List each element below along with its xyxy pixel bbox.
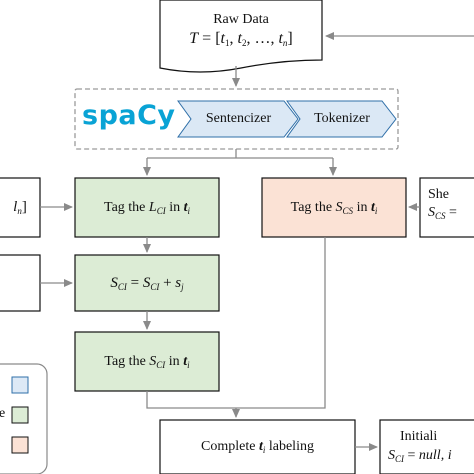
tag-scs-sub: CS [342,205,354,216]
left-partial-box-top [0,177,41,238]
sum-c: s [175,274,182,291]
tag-sci-mid: in [165,353,184,369]
formula-sn: n [282,37,288,48]
init-line1: Initiali [400,429,438,444]
legend-swatch-orange [11,436,29,454]
right-partial-box [419,177,474,238]
formula-t1: t [220,29,225,47]
right-partial-sub: CS [435,211,446,222]
right-partial-eq: = [445,205,457,221]
complete-var: t [258,439,263,455]
tag-sci-sub: CI [156,359,166,370]
init-sub: CI [395,453,404,464]
tag-sci-label: Tag the SCI in ti [75,332,219,391]
complete-pre: Complete [201,439,259,455]
tag-lci-mid: in [165,199,184,215]
formula-end: ] [287,29,293,47]
tag-scs-box [261,177,407,238]
left-l: l [13,199,18,216]
init-rest: , i [440,447,452,463]
formula-tn: t [278,29,283,47]
raw-data-box [159,0,323,73]
tag-lci-var: L [148,199,157,215]
legend-partial-label: e [0,406,6,421]
tag-sci-var: S [149,353,157,369]
raw-data-formula: T = [t1, t2, …, tn] [189,29,292,49]
raw-data-title: Raw Data [213,12,269,28]
right-partial-label: She SCS = [428,186,474,222]
tag-scs-var: S [335,199,343,215]
init-label: Initiali SCI = null, i [388,428,474,466]
spacy-logo: spaCy [82,100,176,131]
sum-eq: = [126,274,143,291]
sentencizer-label: Sentencizer [205,111,272,127]
sum-as: CI [117,281,127,292]
raw-data-label: Raw Data T = [t1, t2, …, tn] [160,6,322,54]
sum-a: S [110,274,118,291]
formula-s2: 2 [241,37,247,48]
sum-bs: CI [150,281,160,292]
legend-swatch-green [11,406,29,424]
sum-plus: + [159,274,176,291]
init-var: S [388,447,395,463]
left-partial-box-mid [0,254,41,312]
sum-b: S [142,274,151,291]
left-l-sub: n [17,206,22,217]
right-partial-line1: She [428,187,449,202]
tag-sci-box [74,331,220,392]
formula-c1: , [229,29,238,47]
right-partial-var: S [428,205,435,221]
complete-box [159,419,356,474]
formula-c2: , …, [246,29,279,47]
complete-post: labeling [265,439,314,455]
tag-lci-box [74,177,220,238]
init-eq: = [404,447,419,463]
tag-scs-pre: Tag the [290,199,336,215]
tag-sci-var2: t [183,353,188,369]
complete-sub: i [262,445,266,456]
formula-t2: t [237,29,242,47]
tag-lci-sub: CI [156,205,166,216]
tag-scs-mid: in [353,199,371,215]
tag-scs-sub2: i [374,205,378,216]
tokenizer-chevron [286,100,397,138]
complete-label: Complete ti labeling [160,420,355,474]
tag-scs-var2: t [370,199,375,215]
tokenizer-label: Tokenizer [314,111,370,127]
sentencizer-chevron [177,100,299,138]
legend-swatch-blue [11,376,29,394]
formula-s1: 1 [224,37,230,48]
tag-lci-label: Tag the LCI in ti [75,178,219,237]
line-sci-down [146,391,236,409]
line-scs-down [236,237,326,409]
tag-sci-sub2: i [187,359,190,370]
sum-box [74,254,220,312]
tag-lci-pre: Tag the [104,199,149,215]
tag-scs-label: Tag the SCS in ti [262,178,406,237]
tag-lci-sub2: i [187,205,190,216]
sum-cs: j [181,281,184,292]
formula-t: T [189,29,199,47]
tag-sci-pre: Tag the [104,353,150,369]
sum-label: SCI = SCI + sj [75,255,219,311]
init-box [379,419,474,474]
tag-lci-var2: t [183,199,188,215]
left-partial-top-label: ln] [0,178,40,237]
left-bracket: ] [21,199,27,216]
init-val: null [418,447,441,463]
formula-eq: = [ [198,29,221,47]
